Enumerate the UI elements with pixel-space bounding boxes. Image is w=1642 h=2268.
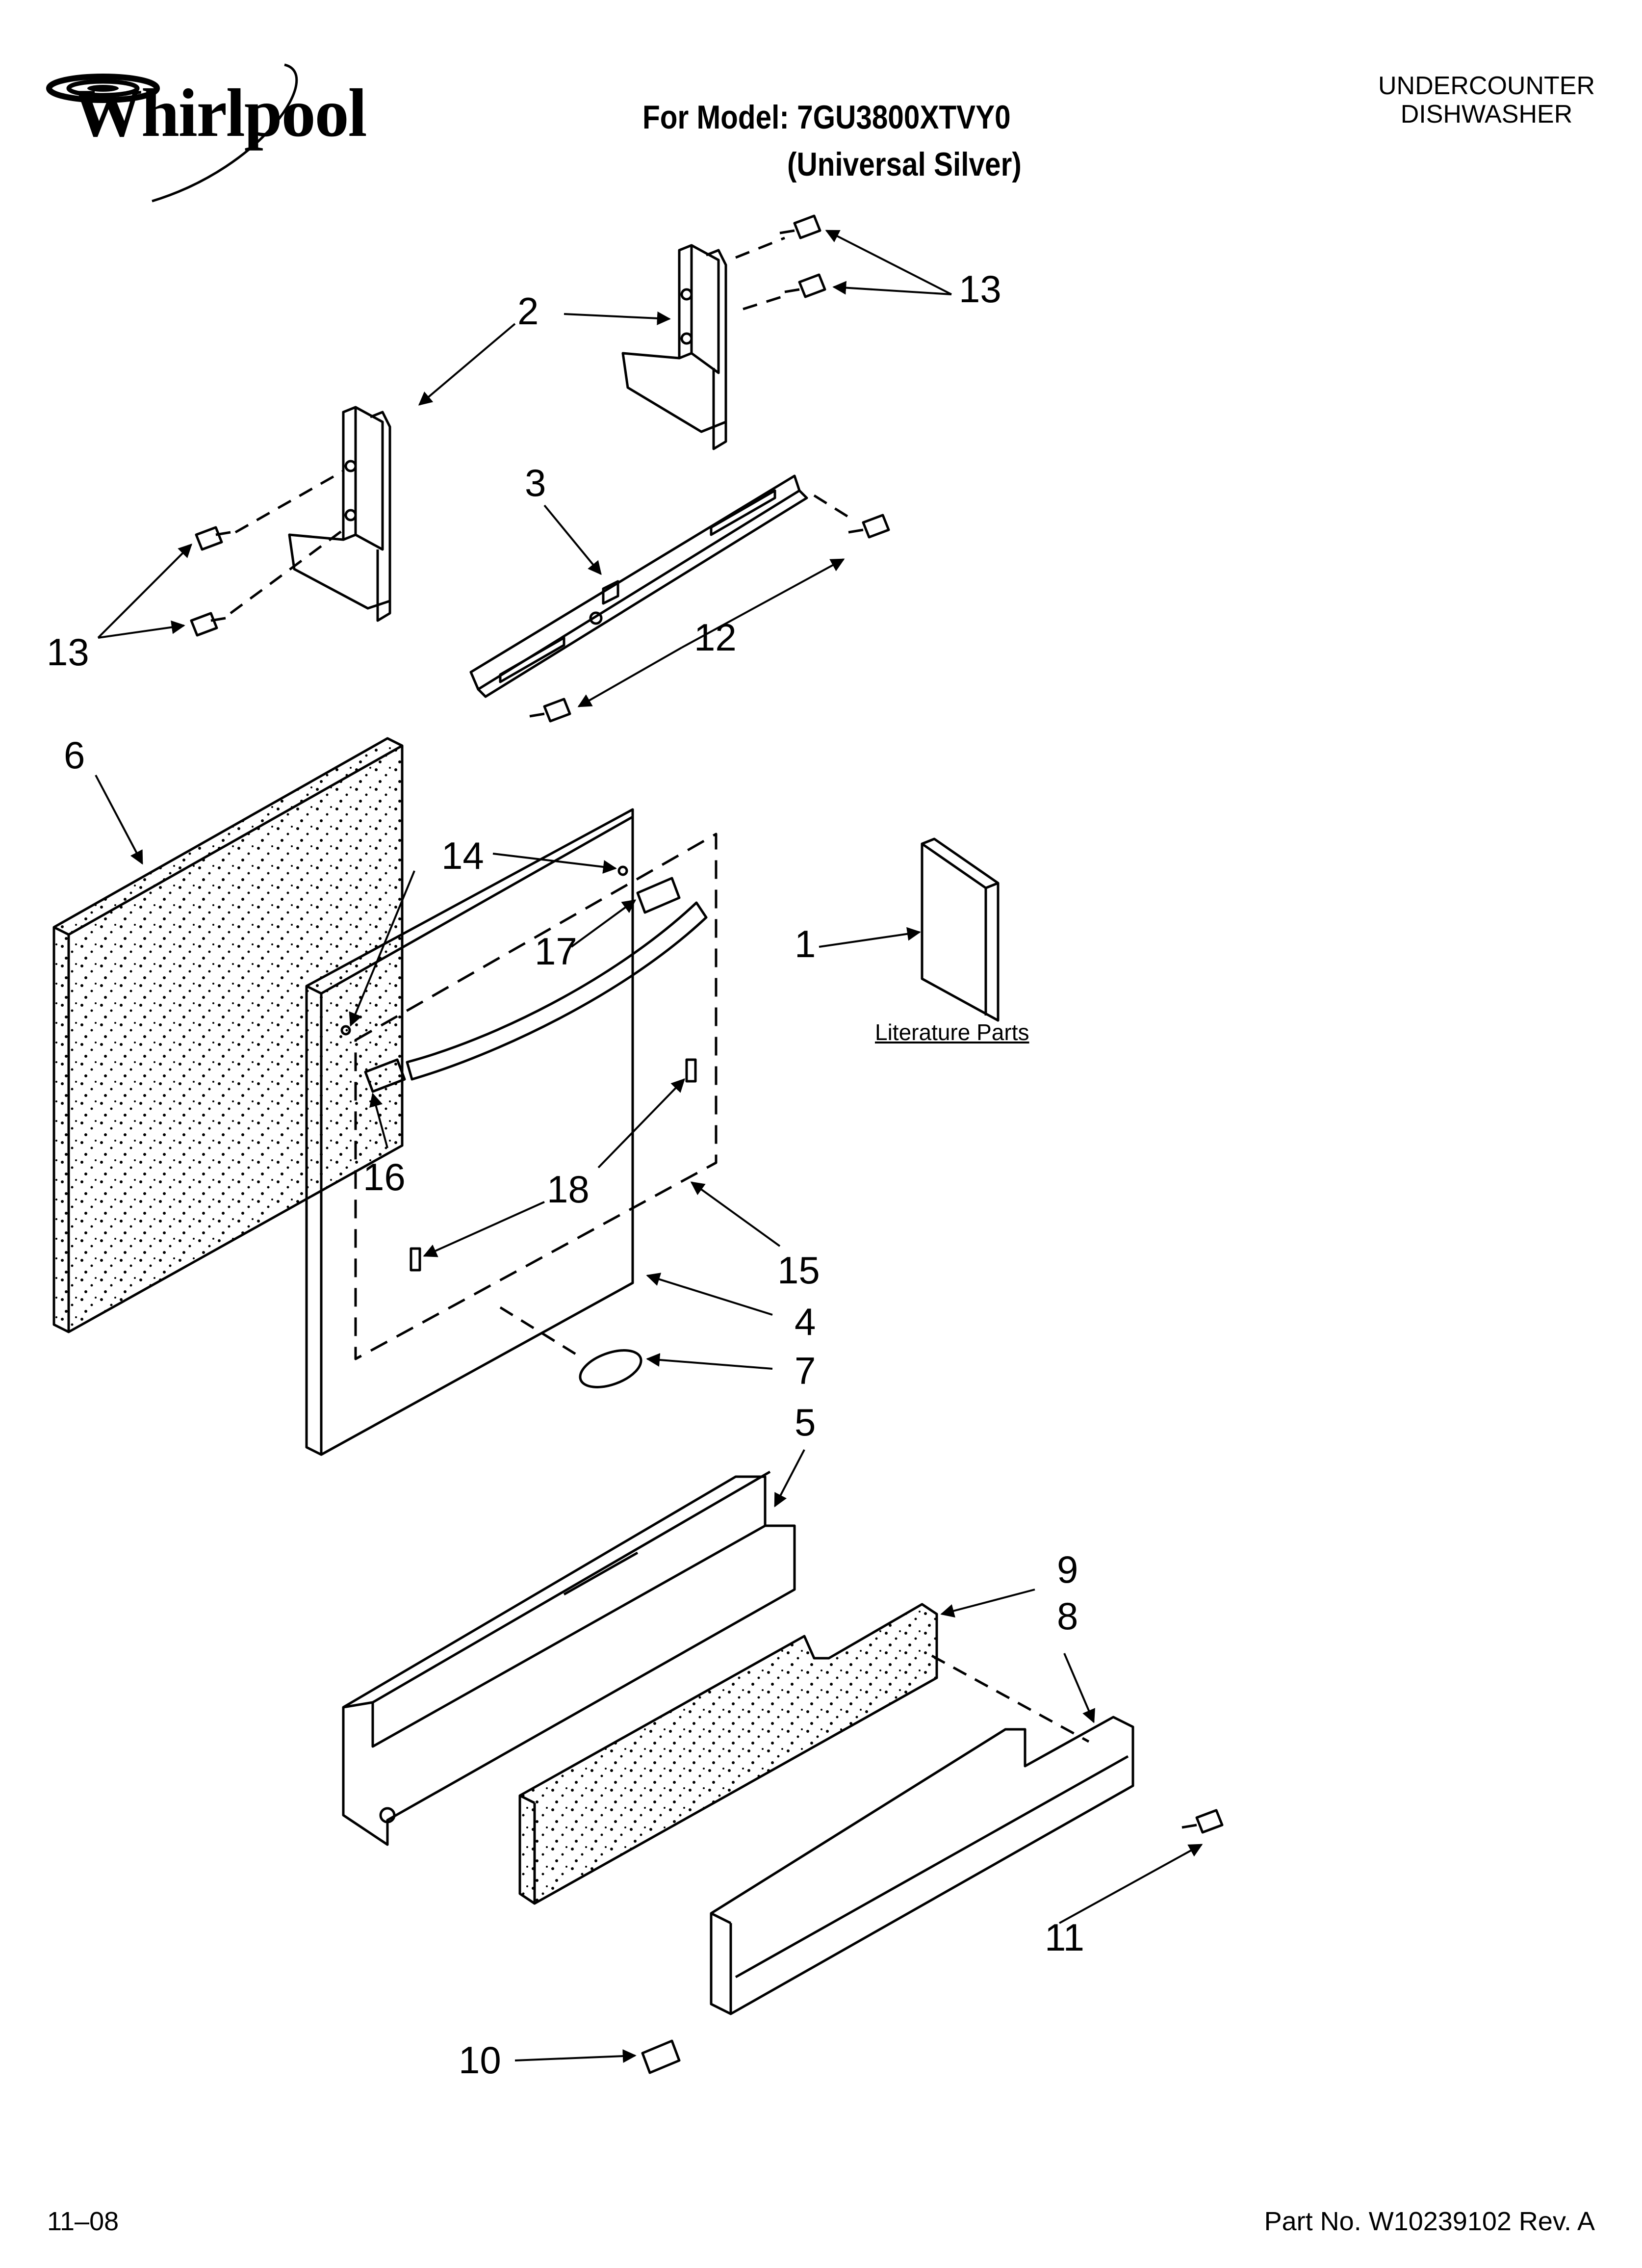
handle-kit-outline <box>354 833 718 1360</box>
leader-18b <box>423 1201 545 1257</box>
whirlpool-swirl-logo-icon <box>46 63 298 203</box>
leader-13a <box>825 230 952 295</box>
screw-14-left <box>340 1025 351 1036</box>
leader-15 <box>690 1181 781 1247</box>
handle-bracket-right <box>636 877 681 914</box>
callout-10: 10 <box>459 2038 501 2082</box>
leader-13a-b <box>832 281 952 295</box>
callout-9: 9 <box>1057 1548 1078 1591</box>
leader-10 <box>514 2049 637 2063</box>
screw-13-left-a <box>195 526 231 551</box>
screw-12-right <box>848 514 890 539</box>
part-number: Part No. W10239102 Rev. A <box>1264 2207 1595 2236</box>
callout-12: 12 <box>694 616 737 659</box>
leader-8 <box>1063 1653 1095 1723</box>
category-line-1: UNDERCOUNTER <box>1378 72 1595 100</box>
screw-13-left-b <box>190 612 226 637</box>
mounting-bracket-left <box>288 406 391 622</box>
callout-2: 2 <box>517 289 539 333</box>
leader-14b <box>349 870 415 1027</box>
handle-bracket-left <box>364 1058 406 1093</box>
callout-6: 6 <box>64 733 85 777</box>
toe-panel <box>710 1654 1134 2015</box>
toe-panel-insulation <box>518 1603 938 1905</box>
spacer-18-lower <box>410 1247 421 1272</box>
toe-panel-clip <box>641 2039 681 2074</box>
date-code: 11–08 <box>47 2207 119 2236</box>
leader-13b <box>97 544 192 639</box>
leader-11 <box>1059 1844 1203 1924</box>
leader-13b-b <box>98 620 185 639</box>
literature-parts-label: Literature Parts <box>875 1019 1029 1045</box>
callout-16: 16 <box>363 1155 406 1199</box>
callout-7: 7 <box>795 1349 816 1392</box>
callout-11: 11 <box>1045 1916 1084 1959</box>
brand-name: Whirlpool <box>74 75 367 151</box>
leader-6 <box>95 775 143 865</box>
leader-2a <box>564 311 671 325</box>
door-hinge-rail <box>469 474 808 698</box>
callout-1: 1 <box>795 922 816 965</box>
toe-panel-bracket <box>342 1470 796 1846</box>
leader-17 <box>570 899 637 948</box>
model-number: For Model: 7GU3800XTVY0 <box>642 99 1011 136</box>
screw-13-top-a <box>779 214 821 239</box>
leader-7 <box>646 1353 773 1370</box>
callout-13-top: 13 <box>959 267 1001 311</box>
leader-5 <box>774 1449 805 1508</box>
callout-13-left: 13 <box>47 630 89 674</box>
leader-9 <box>940 1589 1035 1618</box>
leader-3 <box>543 504 602 575</box>
callout-8: 8 <box>1057 1594 1078 1638</box>
callout-17: 17 <box>535 930 577 973</box>
screw-11 <box>1181 1809 1224 1834</box>
appliance-category: UNDERCOUNTER DISHWASHER <box>1378 72 1595 129</box>
callout-4: 4 <box>795 1300 816 1343</box>
mounting-bracket-right <box>621 244 727 450</box>
callout-15: 15 <box>777 1249 820 1292</box>
screw-13-top-b <box>784 273 826 298</box>
model-finish: (Universal Silver) <box>787 146 1022 183</box>
leader-12a <box>681 558 845 649</box>
literature-booklet <box>921 837 1000 1022</box>
outer-door-panel <box>305 808 634 1456</box>
screw-12-left <box>529 698 571 723</box>
leader-16 <box>369 1093 388 1148</box>
callout-18: 18 <box>547 1168 590 1211</box>
leader-12b <box>577 647 682 707</box>
screw-14-right <box>617 865 628 876</box>
leader-14a <box>492 853 617 874</box>
logo-badge <box>579 1349 642 1388</box>
leader-18a <box>597 1078 685 1169</box>
leader-2b <box>418 323 516 406</box>
callout-5: 5 <box>795 1401 816 1444</box>
door-handle <box>406 901 708 1081</box>
spacer-18-upper <box>685 1058 697 1083</box>
callout-14: 14 <box>441 834 484 877</box>
leader-4 <box>646 1273 773 1316</box>
leader-1 <box>819 927 921 948</box>
callout-3: 3 <box>525 461 546 504</box>
category-line-2: DISHWASHER <box>1400 100 1573 129</box>
door-insulation-panel <box>52 737 404 1333</box>
